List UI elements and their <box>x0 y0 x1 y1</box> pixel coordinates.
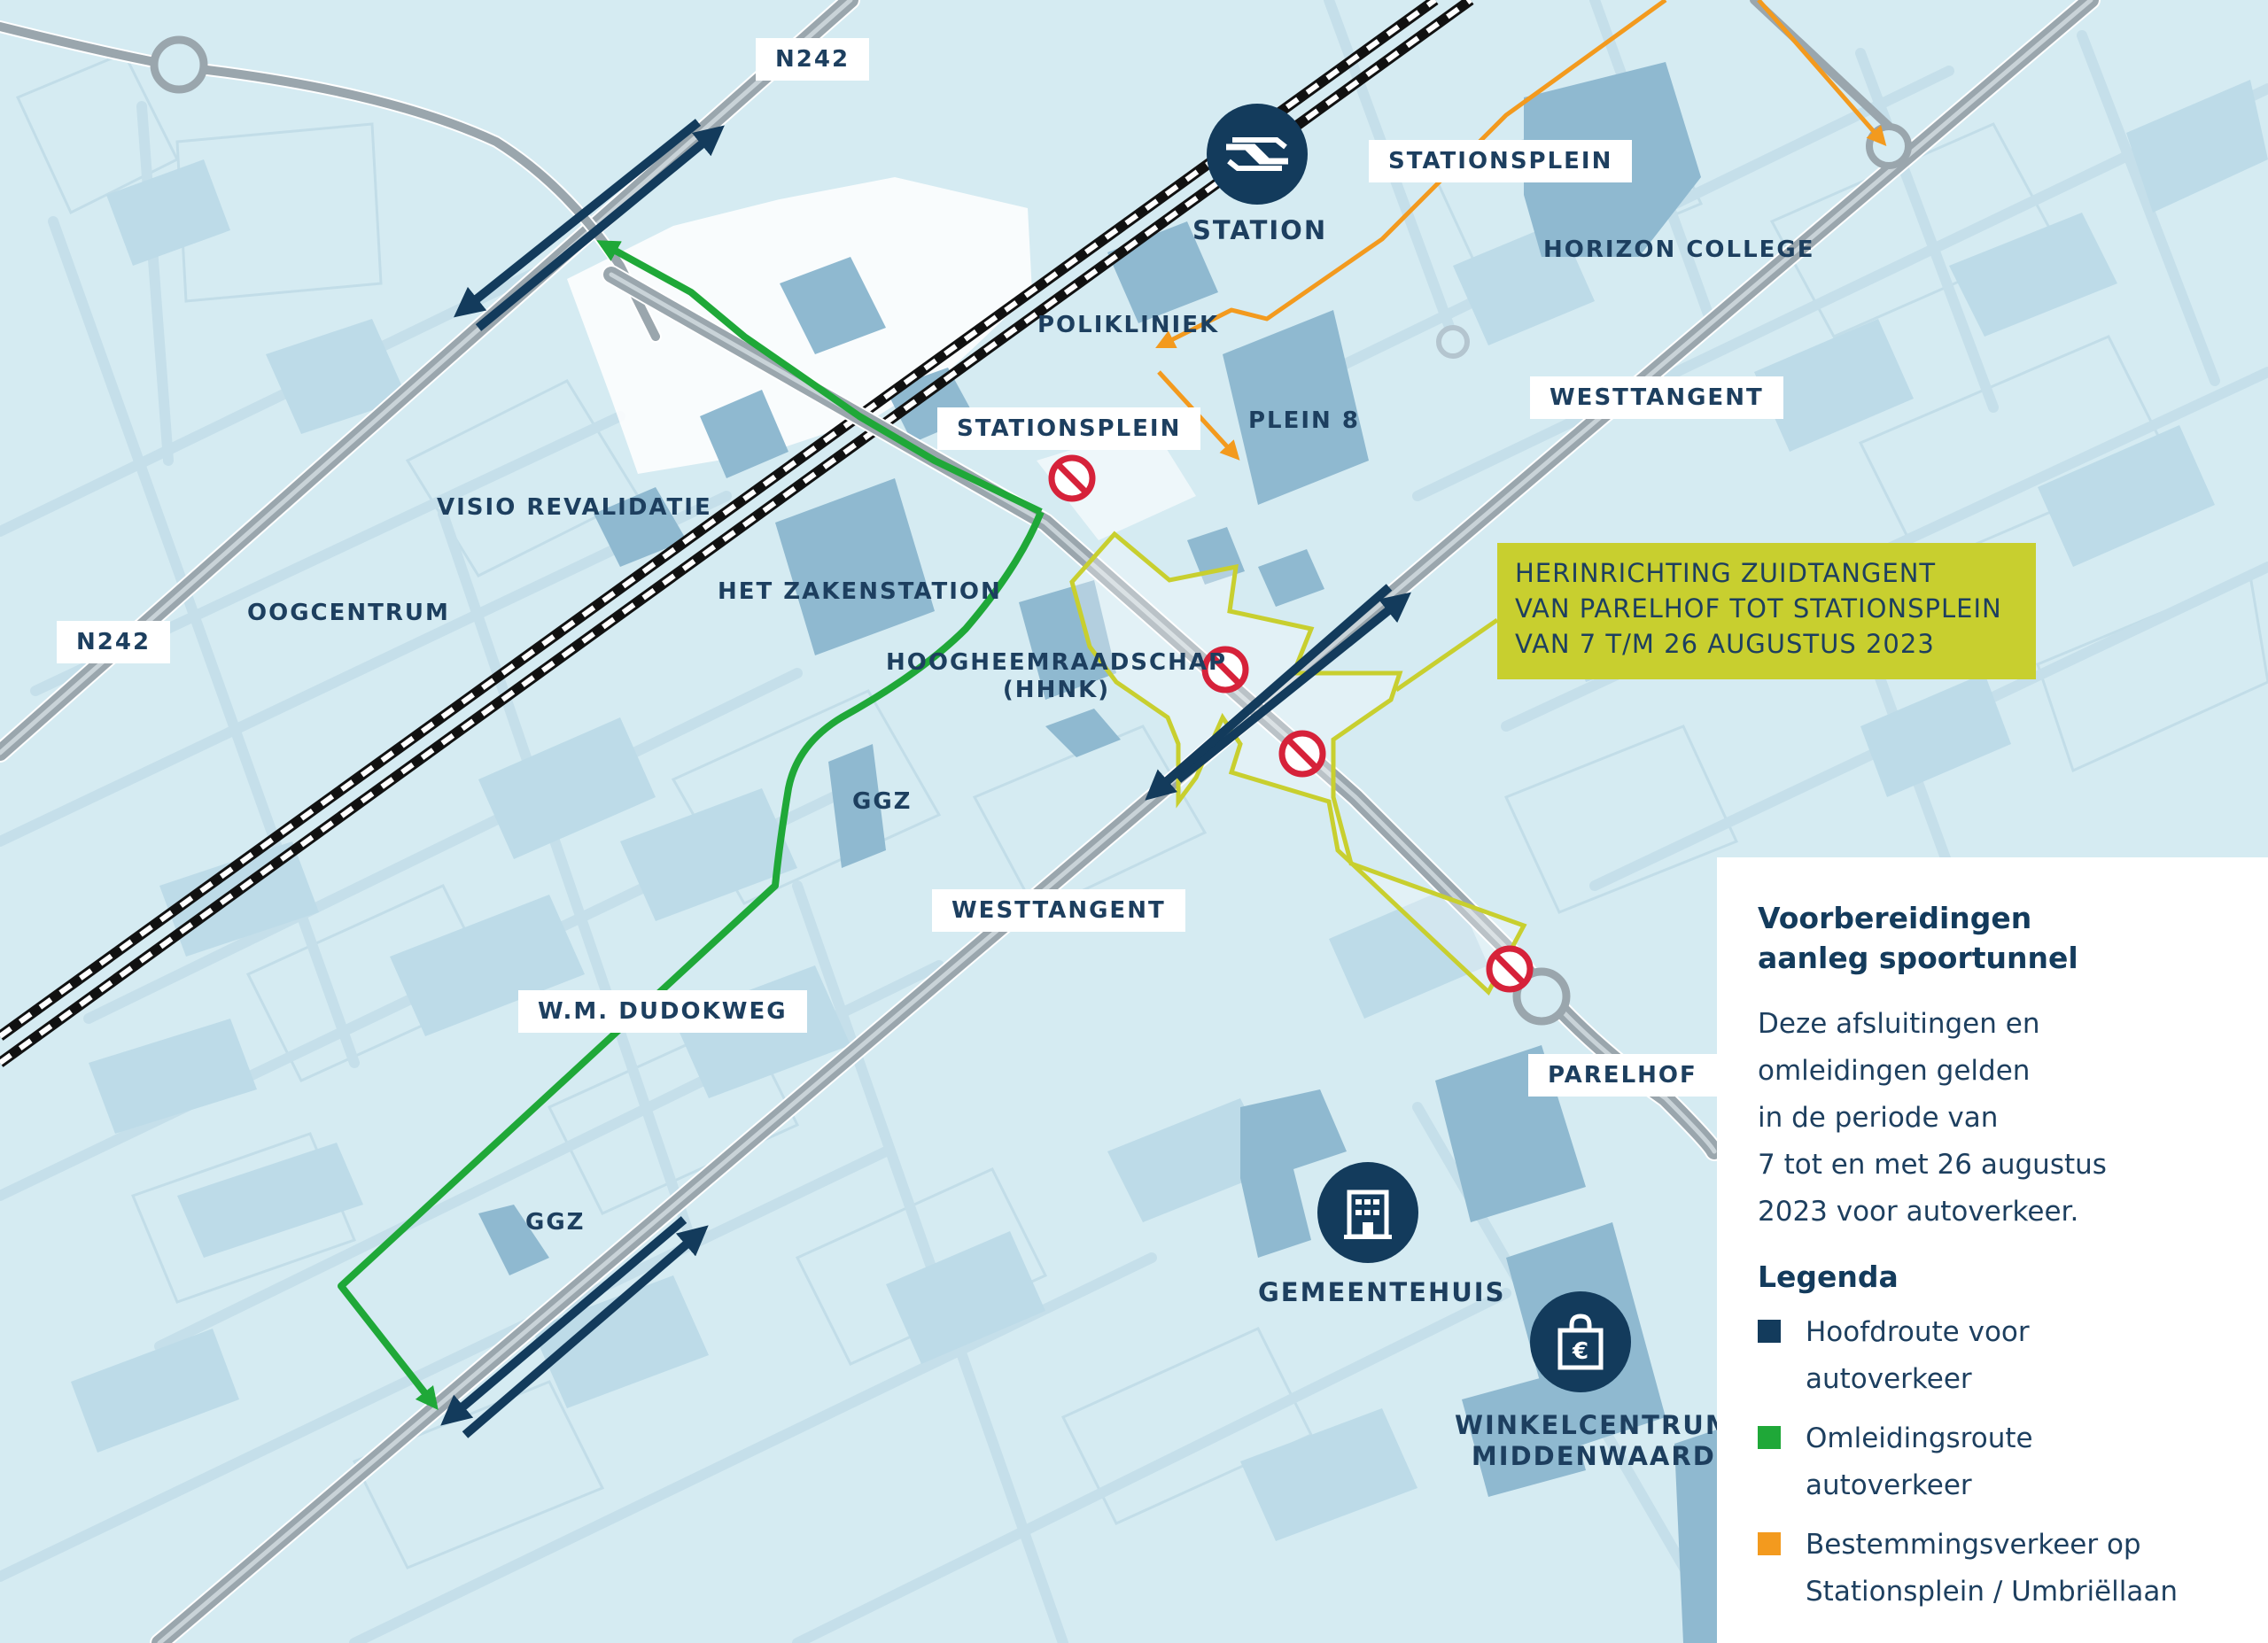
roundabout-parelhof <box>1512 967 1571 1026</box>
place-label-hhnk: HOOGHEEMRAADSCHAP (HHNK) <box>886 649 1228 704</box>
main-route-arrow <box>475 125 725 331</box>
main-route-arrow <box>440 1216 687 1426</box>
place-label-ggz: GGZ <box>525 1209 586 1236</box>
detour-route-north <box>596 240 1043 515</box>
place-label-visio: VISIO REVALIDATIE <box>437 494 712 521</box>
place-label-polikliniek: POLIKLINIEK <box>1037 312 1220 338</box>
place-label-oogcentrum: OOGCENTRUM <box>247 600 450 626</box>
place-label-station: STATION <box>1192 215 1328 245</box>
place-label-zakenstation: HET ZAKENSTATION <box>718 578 1002 605</box>
roundabout-small <box>1436 325 1470 359</box>
legend-heading: Legenda <box>1758 1259 1899 1294</box>
legend-description: Deze afsluitingen en omleidingen gelden … <box>1758 1008 2107 1228</box>
project-callout: HERINRICHTING ZUIDTANGENT VAN PARELHOF T… <box>1497 543 2036 679</box>
plaza-south <box>1037 425 1196 540</box>
road-label-dudokweg: W.M. DUDOKWEG <box>518 990 807 1033</box>
destination-route-umbriellaan <box>1757 0 1887 146</box>
legend-panel: Voorbereidingen aanleg spoortunnel Deze … <box>1717 857 2268 1643</box>
road-label-parelhof: PARELHOF <box>1528 1054 1717 1097</box>
road-label-stationsplein: STATIONSPLEIN <box>1369 140 1633 182</box>
detour-route-south <box>338 510 1045 1411</box>
place-label-horizon-college: HORIZON COLLEGE <box>1543 236 1815 263</box>
no-entry-icon <box>1278 730 1326 778</box>
ns-station-logo-icon[interactable] <box>1207 104 1308 205</box>
road-label-westtangent: WESTTANGENT <box>932 889 1185 932</box>
town-hall-building-icon[interactable] <box>1317 1162 1418 1263</box>
svg-text:€: € <box>1572 1338 1588 1365</box>
place-label-ggz: GGZ <box>852 788 913 815</box>
no-entry-icon <box>1201 646 1249 694</box>
road-label-n242: N242 <box>57 621 171 663</box>
shopping-bag-euro-icon[interactable]: € <box>1530 1291 1631 1392</box>
main-route-arrow <box>462 1225 709 1438</box>
no-entry-icon <box>1486 945 1534 993</box>
legend-title: Voorbereidingen aanleg spoortunnel <box>1758 901 2078 975</box>
road-label-n242: N242 <box>756 38 870 81</box>
destination-route-polikliniek <box>1155 0 1667 348</box>
main-route-arrow <box>454 119 702 318</box>
callout-leader <box>1394 617 1499 693</box>
place-label-gemeentehuis: GEMEENTEHUIS <box>1258 1277 1506 1307</box>
place-label-plein-8: PLEIN 8 <box>1248 407 1360 434</box>
legend-swatch-destination-traffic <box>1758 1532 1781 1555</box>
route-lines <box>338 0 1887 1438</box>
road-label-stationsplein: STATIONSPLEIN <box>937 407 1201 450</box>
main-route-arrow <box>1175 592 1411 783</box>
no-entry-icon <box>1048 454 1096 502</box>
road-label-westtangent: WESTTANGENT <box>1530 376 1783 419</box>
place-label-winkelcentrum: WINKELCENTRUM MIDDENWAARD <box>1455 1410 1733 1471</box>
main-route-arrow <box>1145 584 1393 801</box>
legend-swatch-detour-route <box>1758 1426 1781 1449</box>
roundabout-nw <box>150 35 208 94</box>
station-plaza <box>567 177 1032 474</box>
legend-swatch-main-route <box>1758 1320 1781 1343</box>
